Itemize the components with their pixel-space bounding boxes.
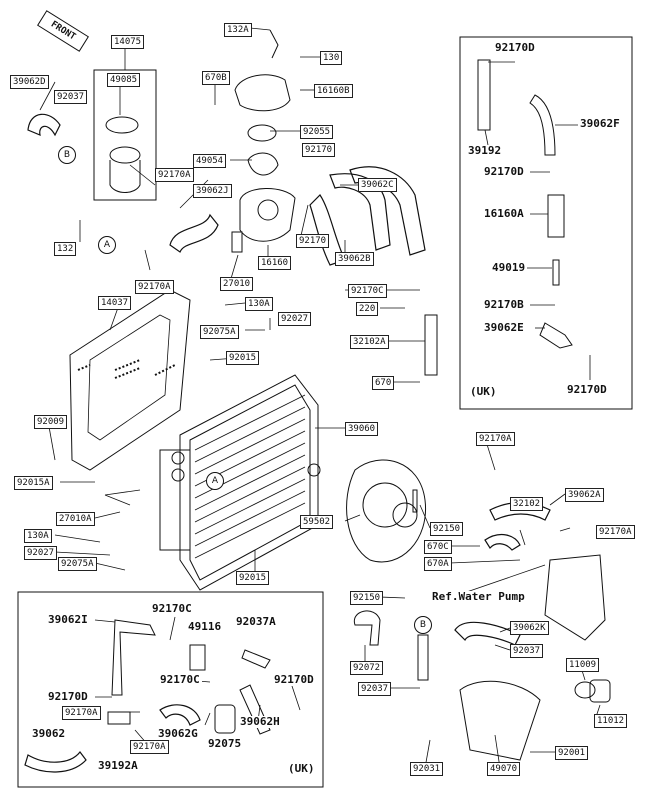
part-label: 59502 [300,515,334,529]
part-label: 92150 [350,591,384,605]
marker-b-bottom: B [414,616,432,634]
part-label: 92170A [596,525,635,539]
part-label: 39062F [578,117,622,130]
thermostat-parts [231,29,296,253]
part-label: 92170B [482,298,526,311]
part-label: 92170 [296,234,330,248]
part-label: 92015A [14,476,53,490]
part-label: 92075A [200,325,239,339]
part-label: 39062C [358,178,397,192]
part-label: 92001 [555,746,589,760]
part-label: 39192 [466,144,504,157]
part-label: 27010A [56,512,95,526]
part-label: 92037 [358,682,392,696]
part-label: 39062A [565,488,604,502]
part-label: 92015 [236,571,270,585]
radiator-cap-parts [105,116,141,193]
part-label: 39062K [510,621,549,635]
part-label: 92009 [34,415,68,429]
part-label: 92075A [58,557,97,571]
part-label: 92170 [302,143,336,157]
part-label: 39060 [345,422,379,436]
part-label: 92170C [150,602,194,615]
part-label: 130 [320,51,343,65]
part-label: 92170D [482,165,526,178]
part-label: 92150 [430,522,464,536]
part-label: 32102 [510,497,544,511]
uk-right-group-box [459,36,633,410]
part-label: 92170A [62,706,101,720]
part-label: 39062E [482,321,526,334]
part-label: 14075 [111,35,145,49]
part-label: 92170C [158,673,202,686]
part-label: 16160 [258,256,292,270]
part-label: 670 [372,376,395,390]
uk-right-group-label: (UK) [468,385,499,398]
part-label: 670C [424,540,452,554]
leader-lines [39,27,601,769]
part-label: 92170D [272,673,316,686]
part-label: 92055 [300,125,334,139]
part-label: 16160B [314,84,353,98]
part-label: 39062G [156,727,200,740]
part-label: 14037 [98,296,132,310]
part-label: 39062J [193,184,232,198]
radiator-screen [69,289,191,471]
part-label: 92170D [565,383,609,396]
part-label: 92170A [476,432,515,446]
ref-water-pump-note: Ref.Water Pump [430,590,527,603]
part-label: 39062H [238,715,282,728]
part-label: 49070 [487,762,521,776]
part-label: 92170A [155,168,194,182]
part-label: 39062I [46,613,90,626]
radiator-core [159,374,321,591]
marker-b-top: B [58,146,76,164]
marker-a-radiator: A [206,472,224,490]
part-label: 16160A [482,207,526,220]
part-label: 39062B [335,252,374,266]
part-label: 11012 [594,714,628,728]
uk-right-parts [477,59,573,349]
part-label: 670B [202,71,230,85]
cap-group-box [93,69,157,201]
part-label: 32102A [350,335,389,349]
uk-left-group-label: (UK) [286,762,317,775]
part-label: 92072 [350,661,384,675]
part-label: 39192A [96,759,140,772]
part-label: 92170C [348,284,387,298]
part-label: 92027 [24,546,58,560]
part-label: 92031 [410,762,444,776]
part-label: 670A [424,557,452,571]
part-label: 130A [24,529,52,543]
uk-left-parts [107,619,271,735]
part-label: 92037 [510,644,544,658]
part-label: 92170D [493,41,537,54]
part-label: 49085 [107,73,141,87]
part-label: 92170D [46,690,90,703]
marker-a-top: A [98,236,116,254]
uk-left-group-box [17,591,324,788]
part-label: 130A [245,297,273,311]
part-label: 92075 [206,737,244,750]
part-label: 92037 [54,90,88,104]
part-label: 39062D [10,75,49,89]
misc-parts [353,314,611,703]
part-label: 132 [54,242,77,256]
part-label: 132A [224,23,252,37]
part-label: 92015 [226,351,260,365]
part-label: 92037A [234,615,278,628]
part-label: 92170A [135,280,174,294]
part-label: 49054 [193,154,227,168]
part-label: 220 [356,302,379,316]
part-label: 92170A [130,740,169,754]
part-label: 92027 [278,312,312,326]
part-label: 49019 [490,261,528,274]
water-pump [346,459,606,761]
part-label: 49116 [186,620,224,633]
part-label: 11009 [566,658,600,672]
part-label: 39062 [30,727,68,740]
part-label: 27010 [220,277,254,291]
